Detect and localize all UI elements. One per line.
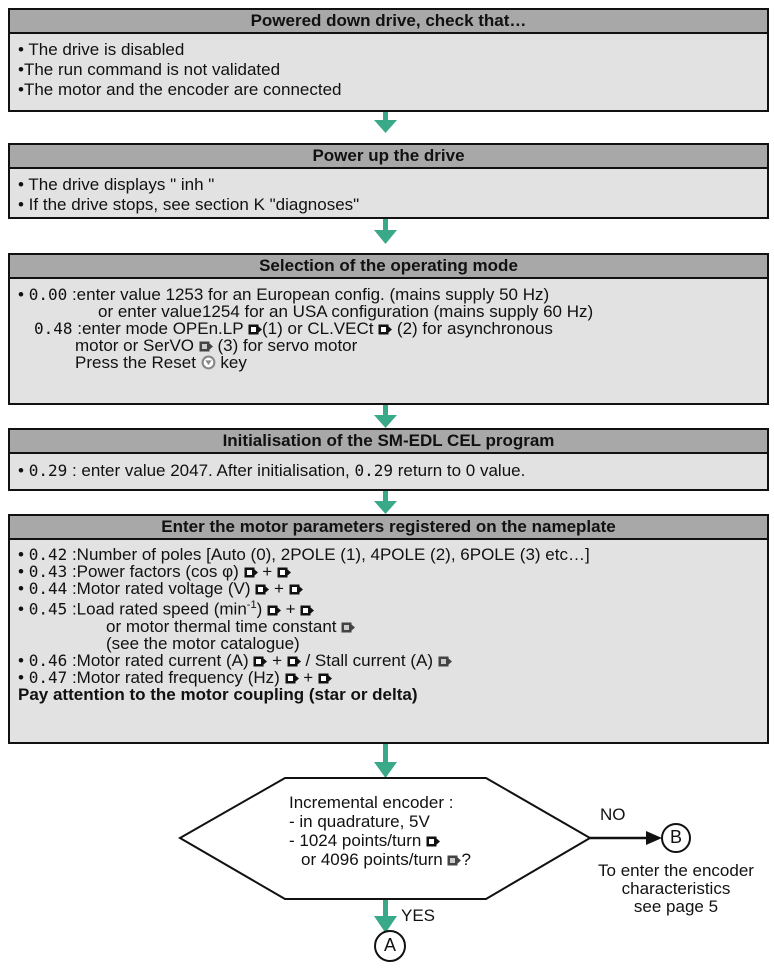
key-icon <box>285 673 299 684</box>
param-code: 0.47 <box>28 667 68 687</box>
coupling-warning: Pay attention to the motor coupling (sta… <box>18 684 418 704</box>
key-icon-grey <box>341 622 356 633</box>
param-code: 0.48 <box>34 319 73 338</box>
key-icon <box>287 656 301 667</box>
no-arrow <box>590 831 662 845</box>
key-icon <box>318 673 332 684</box>
key-icon <box>244 567 258 578</box>
check-item: •The motor and the encoder are connected <box>18 80 342 99</box>
key-icon <box>289 584 303 595</box>
step-motor-parameters: Enter the motor parameters registered on… <box>8 514 769 744</box>
info-item: • If the drive stops, see section K "dia… <box>18 195 360 214</box>
step-operating-mode: Selection of the operating mode • 0.00 :… <box>8 253 769 405</box>
yes-label: YES <box>401 906 436 925</box>
key-icon <box>277 567 291 578</box>
step-title: Power up the drive <box>10 145 767 169</box>
no-label: NO <box>600 805 626 824</box>
key-icon-grey <box>199 341 213 352</box>
key-icon <box>253 656 268 667</box>
param-code: 0.44 <box>28 579 68 598</box>
key-icon <box>267 605 281 616</box>
arrow-3 <box>374 404 397 428</box>
step-title: Enter the motor parameters registered on… <box>10 516 767 540</box>
key-icon-grey <box>438 656 452 667</box>
encoder-note: To enter the encoder characteristics see… <box>598 861 754 916</box>
arrow-2 <box>374 218 397 244</box>
decision-text: Incremental encoder : - in quadrature, 5… <box>289 793 471 869</box>
decision-diamond <box>177 777 592 900</box>
check-item: • The drive is disabled <box>18 40 185 59</box>
key-icon <box>426 836 441 847</box>
param-code: 0.43 <box>28 562 68 581</box>
connector-b <box>661 823 691 853</box>
step-initialisation: Initialisation of the SM-EDL CEL program… <box>8 428 769 491</box>
connector-a <box>374 930 406 962</box>
key-icon <box>378 324 393 335</box>
step-title: Selection of the operating mode <box>10 255 767 279</box>
check-item: •The run command is not validated <box>18 60 281 79</box>
key-icon <box>255 584 270 595</box>
step-power-up: Power up the drive • The drive displays … <box>8 143 769 219</box>
step-power-down-check: Powered down drive, check that… • The dr… <box>8 8 769 112</box>
arrow-yes <box>374 899 397 933</box>
reset-key-icon <box>201 355 216 370</box>
connector-a-label: A <box>383 935 396 955</box>
key-icon <box>300 605 315 616</box>
step-title: Initialisation of the SM-EDL CEL program <box>10 430 767 454</box>
param-code: 0.42 <box>28 545 68 564</box>
arrow-5 <box>374 743 397 778</box>
info-item: • The drive displays " inh " <box>18 175 215 194</box>
step-title: Powered down drive, check that… <box>10 10 767 34</box>
param-code: 0.45 <box>28 599 68 619</box>
param-code: 0.00 <box>28 285 68 304</box>
param-code: 0.46 <box>28 650 68 670</box>
param-code: 0.29 <box>28 461 68 480</box>
arrow-1 <box>374 111 397 133</box>
key-icon-grey <box>447 855 462 866</box>
arrow-4 <box>374 490 397 514</box>
param-code: 0.29 <box>354 461 394 480</box>
key-icon <box>248 324 262 335</box>
connector-b-label: B <box>669 827 682 847</box>
